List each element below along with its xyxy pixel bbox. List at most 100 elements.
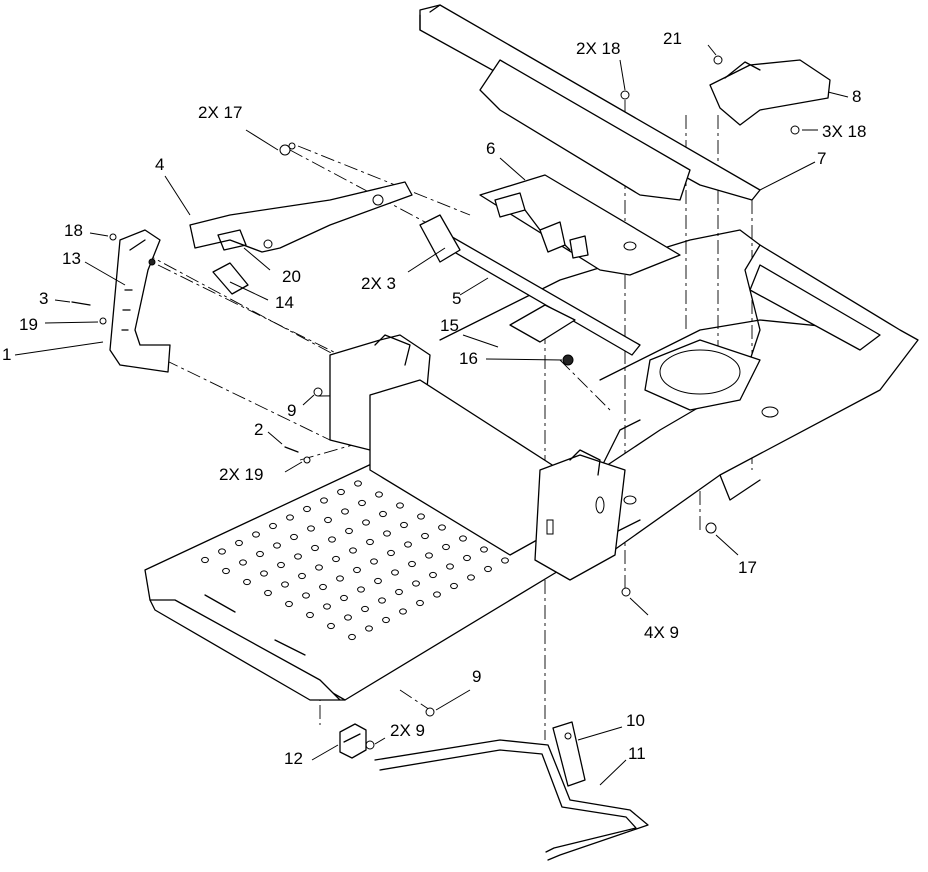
perforation-hole xyxy=(365,625,373,632)
callout-18: 18 xyxy=(64,221,83,240)
perforation-hole xyxy=(281,581,289,588)
perforation-hole xyxy=(370,558,378,565)
perforation-hole xyxy=(501,557,509,564)
leader-lines xyxy=(14,44,849,786)
callout-9-upper: 9 xyxy=(287,401,297,420)
perforation-hole xyxy=(446,563,454,570)
perforation-hole xyxy=(357,586,365,593)
perforation-hole xyxy=(264,589,272,597)
perforation-hole xyxy=(399,608,407,615)
perforation-hole xyxy=(396,502,404,509)
perforation-hole xyxy=(349,547,357,554)
perforation-hole xyxy=(307,525,315,532)
callout-19: 19 xyxy=(19,315,38,334)
perforation-hole xyxy=(273,542,281,549)
perforation-hole xyxy=(416,599,424,607)
callout-6: 6 xyxy=(486,139,496,158)
callout-2x9: 2X 9 xyxy=(390,721,425,740)
callout-8: 8 xyxy=(852,87,862,106)
perforation-hole xyxy=(336,575,344,582)
rear-frame xyxy=(379,229,919,571)
perforation-hole xyxy=(243,578,251,586)
platform-perforations xyxy=(201,480,509,641)
perforation-hole xyxy=(438,524,446,531)
perforation-hole xyxy=(340,594,348,602)
perforation-hole xyxy=(260,570,268,577)
perforation-hole xyxy=(315,564,323,571)
control-bracket xyxy=(709,59,831,126)
perforation-hole xyxy=(425,552,433,559)
perforation-hole xyxy=(235,539,243,547)
callout-2: 2 xyxy=(254,420,264,439)
perforation-hole xyxy=(256,550,264,558)
perforation-hole xyxy=(311,544,319,552)
perforation-hole xyxy=(404,541,412,548)
perforation-hole xyxy=(374,577,382,585)
perforation-hole xyxy=(459,535,467,542)
brake-arm xyxy=(189,181,413,253)
callout-3x18: 3X 18 xyxy=(822,122,867,141)
perforation-hole xyxy=(285,600,293,608)
perforation-hole xyxy=(252,531,260,538)
callout-10: 10 xyxy=(626,711,645,730)
perforation-hole xyxy=(400,521,408,529)
callout-4x9: 4X 9 xyxy=(644,623,679,642)
perforation-hole xyxy=(484,565,492,573)
perforation-hole xyxy=(429,571,437,579)
perforation-hole xyxy=(467,574,475,581)
perforation-hole xyxy=(277,561,285,569)
perforation-hole xyxy=(382,616,390,624)
perforation-hole xyxy=(362,519,370,526)
perforation-hole xyxy=(366,538,374,546)
perforation-hole xyxy=(328,536,336,543)
perforation-hole xyxy=(387,549,395,557)
callout-9-lower: 9 xyxy=(472,667,482,686)
perforation-hole xyxy=(417,513,425,520)
perforation-hole xyxy=(286,514,294,521)
perforation-hole xyxy=(408,560,416,568)
perforation-hole xyxy=(480,546,488,553)
perforation-hole xyxy=(354,480,362,487)
perforation-hole xyxy=(332,555,340,563)
perforation-hole xyxy=(323,603,331,610)
perforation-hole xyxy=(353,566,361,574)
perforation-hole xyxy=(433,591,441,598)
perforation-hole xyxy=(298,572,306,580)
perforation-hole xyxy=(391,569,399,576)
callout-2x19: 2X 19 xyxy=(219,465,264,484)
perforation-hole xyxy=(306,611,314,619)
perforation-hole xyxy=(290,533,298,541)
perforation-hole xyxy=(395,588,403,596)
perforation-hole xyxy=(344,614,352,621)
callout-2x18-top: 2X 18 xyxy=(576,39,621,58)
perforation-hole xyxy=(294,553,302,560)
callout-2x17: 2X 17 xyxy=(198,103,243,122)
perforation-hole xyxy=(383,530,391,537)
perforation-hole xyxy=(379,510,387,518)
pedal-pad xyxy=(212,262,249,295)
parking-rod xyxy=(374,721,649,861)
perforation-hole xyxy=(361,605,369,613)
perforation-hole xyxy=(412,580,420,587)
perforation-hole xyxy=(303,505,311,513)
pivot-shaft xyxy=(419,214,641,356)
pedal-bracket xyxy=(109,229,171,373)
rear-crossmember xyxy=(419,4,761,201)
perforation-hole xyxy=(218,548,226,555)
perforation-hole xyxy=(319,583,327,591)
perforation-hole xyxy=(421,532,429,540)
callout-20: 20 xyxy=(282,267,301,286)
callout-13: 13 xyxy=(62,249,81,268)
callout-11: 11 xyxy=(628,744,646,763)
perforation-hole xyxy=(341,508,349,515)
perforation-hole xyxy=(324,516,332,524)
seat-mount xyxy=(329,334,626,581)
perforation-hole xyxy=(378,597,386,604)
perforation-hole xyxy=(463,554,471,562)
perforation-hole xyxy=(375,491,383,498)
hardware xyxy=(71,55,800,750)
perforation-hole xyxy=(450,582,458,590)
perforation-hole xyxy=(327,622,335,630)
perforation-hole xyxy=(337,488,345,496)
